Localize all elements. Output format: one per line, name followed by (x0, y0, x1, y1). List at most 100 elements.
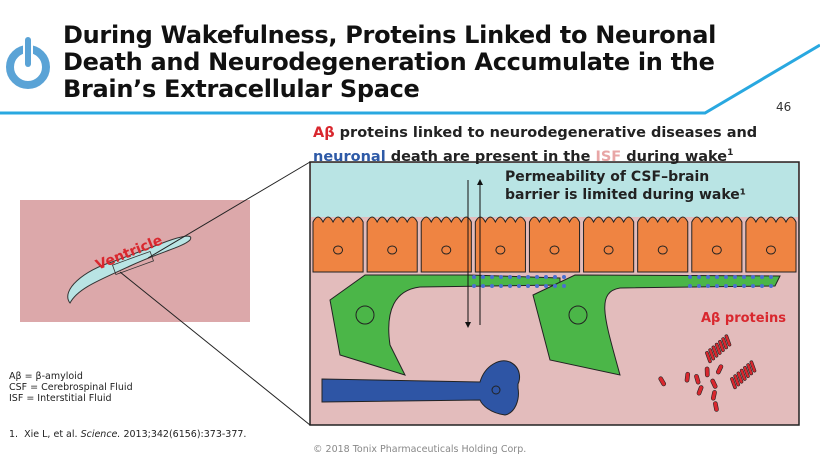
aquaporin-dot (760, 275, 764, 279)
subtitle-text: during wake (621, 148, 728, 165)
aquaporin-dot (688, 284, 692, 288)
aquaporin-dot (517, 275, 521, 279)
ab-monomer (710, 390, 717, 401)
aquaporin-dot (724, 284, 728, 288)
aquaporin-dot (742, 284, 746, 288)
ab-fibril-segment (746, 363, 754, 376)
ab-term: Aβ (313, 125, 335, 141)
aquaporin-dot (481, 284, 485, 288)
astrocyte-left (329, 274, 561, 376)
ab-fibril-segment (711, 345, 719, 358)
ependymal-cell (528, 216, 581, 273)
ab-fibril-segment (743, 365, 750, 379)
ab-monomer (658, 376, 667, 387)
abbreviation: ISF = Interstitial Fluid (9, 393, 112, 404)
subtitle: Aβ proteins linked to neurodegenerative … (313, 123, 757, 167)
ab-fibril-segment (708, 348, 716, 361)
abbreviation: Aβ = β-amyloid (9, 371, 83, 382)
exchange-arrows (465, 179, 483, 328)
ventricle-shape (67, 235, 192, 304)
ab-fibril-segment (718, 339, 725, 353)
ab-fibril-segment (714, 342, 722, 355)
aquaporin-dot (760, 284, 764, 288)
aquaporin-dot (715, 284, 719, 288)
ab-protein-aggregates (658, 334, 757, 412)
aquaporin-dot (526, 284, 530, 288)
aquaporin-dot (562, 275, 566, 279)
subtitle-text: proteins linked to neurodegenerative dis… (334, 125, 758, 141)
aquaporin-dot (706, 275, 710, 279)
astrocyte-right (532, 274, 781, 376)
neuron (321, 360, 521, 416)
ab-proteins-label: Aβ proteins (701, 311, 786, 326)
ependymal-cell (637, 216, 689, 273)
reference: 1. Xie L, et al. Science. 2013;342(6156)… (9, 429, 246, 440)
aquaporin-dot (742, 275, 746, 279)
aquaporin-dot (472, 275, 476, 279)
aquaporin-dot (553, 275, 557, 279)
ab-fibril-segment (749, 360, 757, 373)
ependymal-cell (312, 216, 364, 273)
aquaporin-dot (769, 275, 773, 279)
aquaporin-dot (751, 275, 755, 279)
aquaporin-dot (724, 275, 728, 279)
aquaporin-dot (697, 275, 701, 279)
cell-nucleus (711, 245, 722, 255)
ab-fibril-segment (739, 368, 747, 381)
copyright: © 2018 Tonix Pharmaceuticals Holding Cor… (313, 444, 527, 455)
aquaporin-dot (697, 284, 701, 288)
abbreviations: Aβ = β-amyloid CSF = Cerebrospinal Fluid… (9, 371, 133, 404)
cell-nucleus (603, 245, 614, 255)
aquaporin-dot (499, 284, 503, 288)
ab-monomer (713, 401, 719, 412)
ab-monomer (684, 371, 691, 383)
ab-fibril-segment (736, 371, 744, 384)
footnote-marker: 1 (727, 148, 734, 158)
subtitle-text: death are present in the (385, 148, 596, 165)
aquaporin-dots (472, 275, 773, 288)
aquaporin-dot (688, 275, 692, 279)
aquaporin-dot (490, 284, 494, 288)
cell-nucleus (657, 245, 668, 255)
title-line: Death and Neurodegeneration Accumulate i… (63, 48, 715, 76)
page-number: 46 (776, 100, 792, 114)
cell-nucleus (387, 245, 398, 255)
header-divider (0, 43, 820, 115)
cell-nucleus (549, 245, 560, 255)
aquaporin-dot (472, 284, 476, 288)
ab-fibril-segment (705, 351, 712, 364)
power-icon (6, 36, 50, 89)
barrier-diagram: Permeability of CSF–brain barrier is lim… (309, 161, 800, 426)
ependymal-cells (312, 216, 797, 273)
ependymal-cell (691, 216, 743, 273)
ab-monomer (696, 385, 704, 396)
aquaporin-dot (544, 284, 548, 288)
permeability-line1: Permeability of CSF–brain (505, 169, 709, 185)
reference-journal: Science. (80, 429, 121, 440)
aquaporin-dot (508, 284, 512, 288)
ab-fibril-segment (730, 377, 737, 390)
isf-term: ISF (595, 148, 622, 165)
ependymal-cell (420, 216, 472, 273)
aquaporin-dot (706, 284, 710, 288)
abbreviation: CSF = Cerebrospinal Fluid (9, 382, 133, 393)
aquaporin-dot (733, 284, 737, 288)
page-title: During Wakefulness, Proteins Linked to N… (63, 22, 716, 103)
aquaporin-dot (769, 284, 773, 288)
aquaporin-dot (544, 275, 548, 279)
reference-details: 2013;342(6156):373-377. (120, 429, 247, 440)
reference-number: 1. (9, 429, 19, 440)
ab-fibril-segment (733, 374, 741, 387)
neuronal-term: neuronal (313, 148, 386, 165)
ependymal-cell (474, 216, 526, 273)
ab-fibril-segment (724, 334, 732, 347)
title-line: Brain’s Extracellular Space (63, 75, 420, 103)
aquaporin-dot (562, 284, 566, 288)
cell-nucleus (441, 245, 452, 255)
permeability-line2: barrier is limited during wake¹ (505, 187, 746, 203)
ab-fibril-segment (721, 337, 729, 350)
ab-monomer (704, 366, 710, 378)
aquaporin-dot (490, 275, 494, 279)
